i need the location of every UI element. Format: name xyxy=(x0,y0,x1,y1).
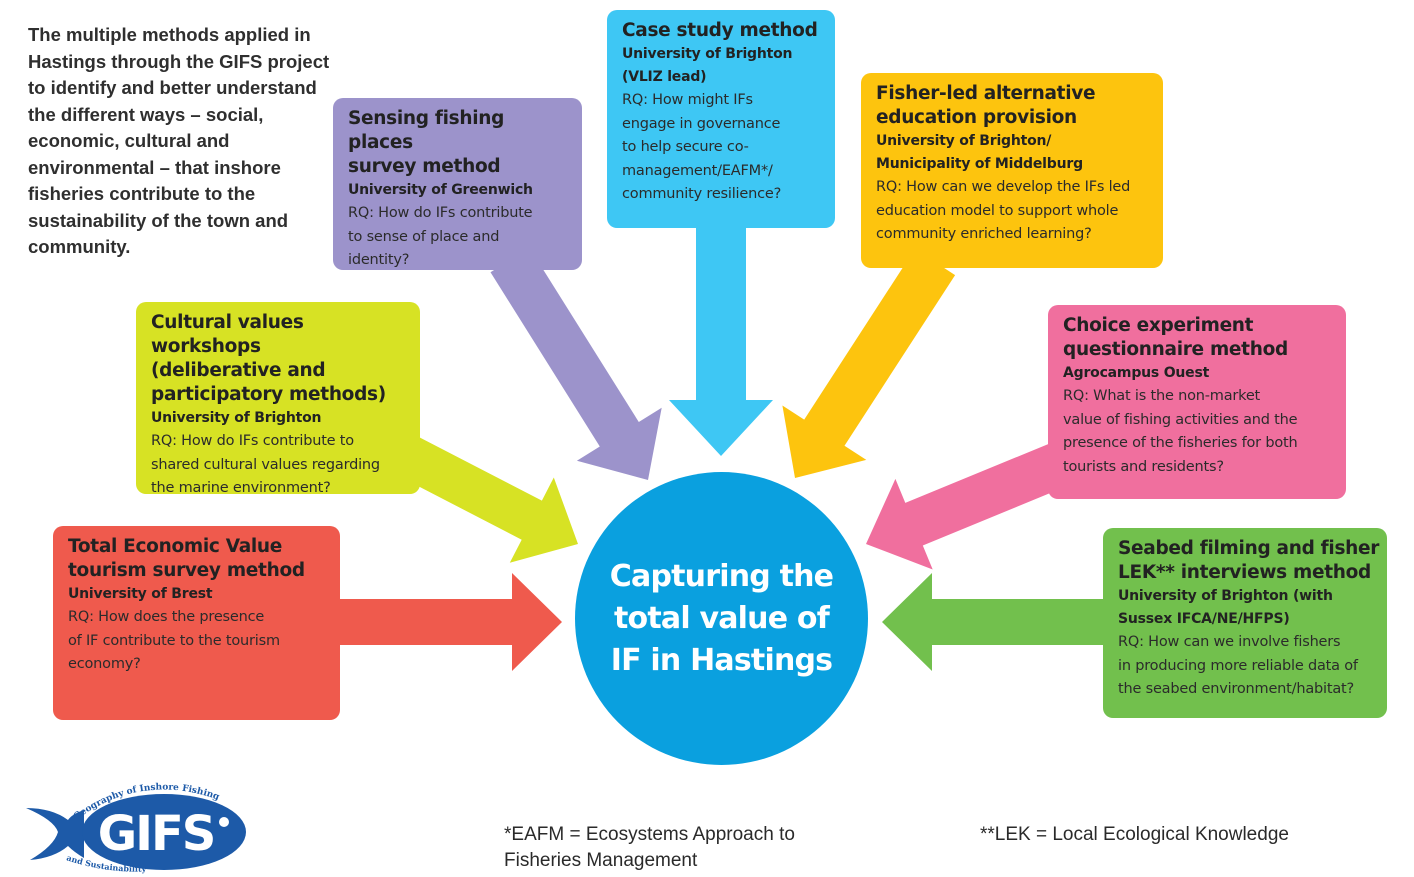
institution-line: (VLIZ lead) xyxy=(622,69,707,85)
box-research-question: RQ: How can we develop the IFs led educa… xyxy=(876,176,1149,247)
rq-line: the marine environment? xyxy=(151,480,331,496)
box-institution: University of Brighton (with Sussex IFCA… xyxy=(1118,585,1381,631)
institution-line: University of Brighton xyxy=(622,46,793,62)
rq-line: presence of the fisheries for both xyxy=(1063,435,1298,451)
center-text: Capturing the total value of IF in Hasti… xyxy=(609,558,834,678)
box-sensing-fishing-places: Sensing fishing places survey method Uni… xyxy=(333,98,582,270)
footnote-lek: **LEK = Local Ecological Knowledge xyxy=(980,824,1289,845)
rq-line: of IF contribute to the tourism xyxy=(68,632,280,649)
title-line: Seabed filming and fisher xyxy=(1118,538,1380,559)
institution-line: University of Brighton (with xyxy=(1118,588,1333,604)
institution-line: University of Brighton xyxy=(151,410,322,426)
rq-line: to sense of place and xyxy=(348,228,500,245)
arrow-sensing xyxy=(490,247,662,480)
box-case-study-method: Case study method University of Brighton… xyxy=(607,10,835,228)
title-line: (deliberative and xyxy=(151,360,326,381)
institution-line: University of Brighton/ xyxy=(876,133,1052,149)
arrow-tev xyxy=(330,573,562,671)
box-title: Choice experiment questionnaire method xyxy=(1063,314,1332,362)
box-title: Total Economic Value tourism survey meth… xyxy=(68,535,326,583)
rq-line: the seabed environment/habitat? xyxy=(1118,681,1354,697)
institution-line: Municipality of Middelburg xyxy=(876,156,1083,172)
box-research-question: RQ: How do IFs contribute to shared cult… xyxy=(151,430,406,501)
center-circle: Capturing the total value of IF in Hasti… xyxy=(575,472,868,765)
title-line: questionnaire method xyxy=(1063,339,1288,360)
rq-line: RQ: What is the non-market xyxy=(1063,388,1261,404)
title-line: survey method xyxy=(348,156,501,177)
arrow-choice xyxy=(866,438,1079,570)
box-choice-experiment: Choice experiment questionnaire method A… xyxy=(1048,305,1346,499)
box-institution: University of Greenwich xyxy=(348,179,568,202)
institution-line: Sussex IFCA/NE/HFPS) xyxy=(1118,611,1290,627)
box-research-question: RQ: How might IFs engage in governance t… xyxy=(622,89,821,207)
footnote-line: Fisheries Management xyxy=(504,850,698,871)
rq-line: to help secure co- xyxy=(622,139,749,155)
box-institution: University of Brest xyxy=(68,583,326,606)
footnote-line: *EAFM = Ecosystems Approach to xyxy=(504,824,795,845)
rq-line: education model to support whole xyxy=(876,202,1119,219)
arrow-cultural xyxy=(389,432,578,563)
box-research-question: RQ: How can we involve fishers in produc… xyxy=(1118,631,1381,702)
intro-text: The multiple methods applied in Hastings… xyxy=(28,24,330,257)
title-line: Choice experiment xyxy=(1063,315,1254,336)
footnote-eafm: *EAFM = Ecosystems Approach to Fisheries… xyxy=(504,822,795,874)
box-title: Case study method xyxy=(622,19,821,43)
fish-icon xyxy=(26,794,246,870)
rq-line: identity? xyxy=(348,252,410,268)
institution-line: University of Greenwich xyxy=(348,182,533,198)
title-line: Sensing fishing places xyxy=(348,108,505,153)
rq-line: RQ: How does the presence xyxy=(68,609,265,625)
title-line: participatory methods) xyxy=(151,384,386,405)
rq-line: engage in governance xyxy=(622,115,781,132)
rq-line: economy? xyxy=(68,656,141,672)
box-institution: Agrocampus Ouest xyxy=(1063,362,1332,385)
box-institution: University of Brighton/ Municipality of … xyxy=(876,130,1149,176)
box-cultural-values-workshops: Cultural values workshops (deliberative … xyxy=(136,302,420,496)
institution-line: Agrocampus Ouest xyxy=(1063,365,1210,381)
gifs-logo: GIFS Geography of Inshore Fishing and Su… xyxy=(26,782,246,874)
box-title: Sensing fishing places survey method xyxy=(348,107,568,179)
rq-line: RQ: How can we involve fishers xyxy=(1118,634,1341,650)
title-line: Case study method xyxy=(622,20,818,41)
rq-line: tourists and residents? xyxy=(1063,458,1224,475)
title-line: tourism survey method xyxy=(68,560,305,581)
box-research-question: RQ: How do IFs contribute to sense of pl… xyxy=(348,202,568,273)
rq-line: shared cultural values regarding xyxy=(151,456,380,473)
institution-line: University of Brest xyxy=(68,586,213,602)
box-research-question: RQ: How does the presence of IF contribu… xyxy=(68,606,326,677)
arrow-fisher xyxy=(782,248,956,478)
title-line: LEK** interviews method xyxy=(1118,562,1371,583)
rq-line: RQ: How do IFs contribute to xyxy=(151,433,354,449)
title-line: Fisher-led alternative xyxy=(876,83,1096,104)
rq-line: RQ: How might IFs xyxy=(622,92,753,108)
box-title: Seabed filming and fisher LEK** intervie… xyxy=(1118,537,1381,585)
title-line: Total Economic Value xyxy=(68,536,283,557)
title-line: Cultural values workshops xyxy=(151,312,304,357)
arrow-seabed xyxy=(882,573,1110,671)
box-tev-tourism-survey: Total Economic Value tourism survey meth… xyxy=(53,526,340,720)
box-seabed-filming-lek: Seabed filming and fisher LEK** intervie… xyxy=(1103,528,1387,718)
rq-line: RQ: How do IFs contribute xyxy=(348,205,533,221)
box-institution: University of Brighton xyxy=(151,407,406,430)
box-institution: University of Brighton (VLIZ lead) xyxy=(622,43,821,89)
rq-line: in producing more reliable data of xyxy=(1118,657,1358,674)
logo-main-text: GIFS xyxy=(98,806,215,862)
rq-line: management/EAFM*/ xyxy=(622,162,773,179)
arrow-case xyxy=(669,220,773,456)
box-fisher-led-education: Fisher-led alternative education provisi… xyxy=(861,73,1163,268)
rq-line: value of fishing activities and the xyxy=(1063,411,1298,428)
title-line: education provision xyxy=(876,107,1077,128)
rq-line: community enriched learning? xyxy=(876,226,1092,242)
box-title: Fisher-led alternative education provisi… xyxy=(876,82,1149,130)
rq-line: community resilience? xyxy=(622,186,782,202)
box-title: Cultural values workshops (deliberative … xyxy=(151,311,406,407)
rq-line: RQ: How can we develop the IFs led xyxy=(876,179,1131,195)
box-research-question: RQ: What is the non-market value of fish… xyxy=(1063,385,1332,479)
